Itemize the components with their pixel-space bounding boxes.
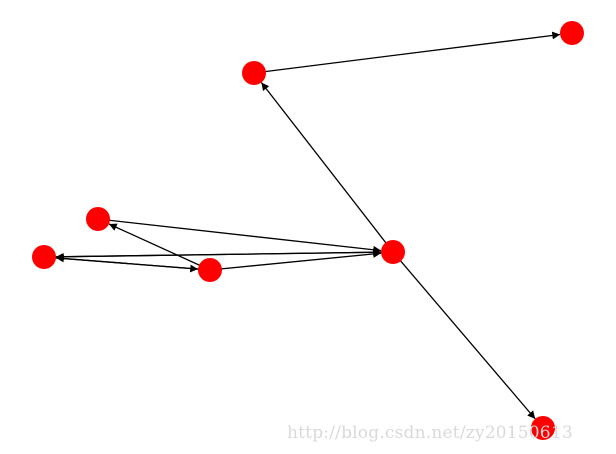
edge-n3-n4 — [97, 218, 382, 254]
edge-n4-n7 — [392, 251, 536, 420]
edge-n6-n5 — [55, 254, 211, 271]
node-n7 — [531, 416, 555, 440]
edge-n6-n4 — [209, 250, 382, 271]
node-n2 — [242, 61, 266, 85]
node-n3 — [86, 207, 110, 231]
edge-n6-n3 — [108, 223, 211, 271]
nodes-layer — [32, 21, 584, 440]
watermark-text: http://blog.csdn.net/zy20150613 — [287, 423, 573, 443]
edges-layer — [43, 31, 561, 420]
edge-n4-n2 — [260, 82, 394, 253]
edge-n2-n1 — [253, 31, 561, 74]
node-n5 — [32, 245, 56, 269]
node-n1 — [560, 21, 584, 45]
node-n6 — [198, 258, 222, 282]
edge-n5-n4 — [43, 248, 382, 258]
node-n4 — [381, 240, 405, 264]
